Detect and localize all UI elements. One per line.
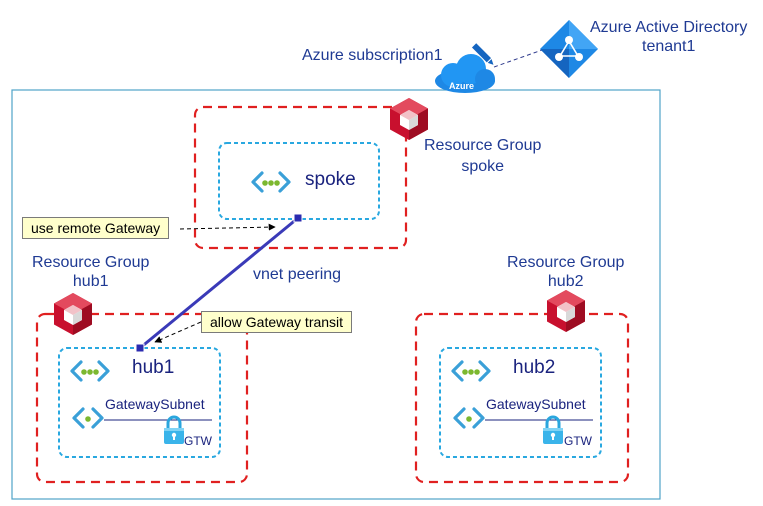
use-remote-gateway-callout: use remote Gateway — [22, 217, 170, 239]
resource-group-hub1-label: Resource Group hub1 — [32, 253, 149, 291]
resource-group-spoke-name: spoke — [461, 158, 505, 175]
resource-group-hub2-name: hub2 — [547, 273, 584, 290]
azure-ad-label: Azure Active Directory tenant1 — [590, 18, 747, 56]
resource-group-spoke-boundary — [193, 105, 408, 250]
peering-endpoint-spoke — [293, 213, 303, 223]
resource-group-icon — [547, 290, 585, 332]
hub2-gateway-label: GTW — [564, 434, 592, 448]
azure-cloud-icon — [435, 54, 495, 93]
subscription-boundary — [11, 89, 661, 500]
resource-group-hub1-name: hub1 — [72, 273, 109, 290]
resource-group-hub1-boundary — [35, 312, 249, 484]
resource-group-hub1-title: Resource Group — [32, 254, 150, 271]
resource-group-spoke-title: Resource Group — [424, 137, 542, 154]
azure-ad-tenant: tenant1 — [642, 38, 696, 55]
aad-subscription-link — [493, 48, 546, 68]
allow-gateway-transit-callout: allow Gateway transit — [201, 311, 353, 333]
azure-ad-title: Azure Active Directory — [590, 19, 748, 36]
azure-ad-icon — [540, 20, 598, 78]
subscription-label: Azure subscription1 — [302, 47, 443, 64]
pencil-icon — [470, 41, 496, 67]
hub1-gateway-subnet-label: GatewaySubnet — [105, 396, 205, 412]
resource-group-hub2-title: Resource Group — [507, 254, 625, 271]
vnet-peering-line — [139, 216, 299, 350]
vnet-spoke-boundary — [218, 142, 380, 220]
vnet-peering-label: vnet peering — [253, 266, 342, 283]
use-remote-gateway-arrow — [179, 223, 276, 231]
vnet-hub2-name: hub2 — [513, 357, 556, 378]
resource-group-icon — [390, 98, 428, 140]
hub1-gateway-label: GTW — [184, 434, 212, 448]
subscription-badge: Azure — [449, 81, 475, 91]
vnet-hub1-name: hub1 — [132, 357, 175, 378]
hub2-gateway-subnet-label: GatewaySubnet — [486, 396, 586, 412]
peering-endpoint-hub1 — [135, 343, 145, 353]
resource-group-hub2-label: Resource Group hub2 — [507, 253, 624, 291]
allow-gateway-transit-arrow — [154, 321, 202, 343]
resource-group-hub2-boundary — [414, 312, 630, 484]
vnet-spoke-name: spoke — [305, 169, 356, 190]
resource-group-spoke-label: Resource Group spoke — [424, 135, 541, 177]
resource-group-icon — [54, 293, 92, 335]
